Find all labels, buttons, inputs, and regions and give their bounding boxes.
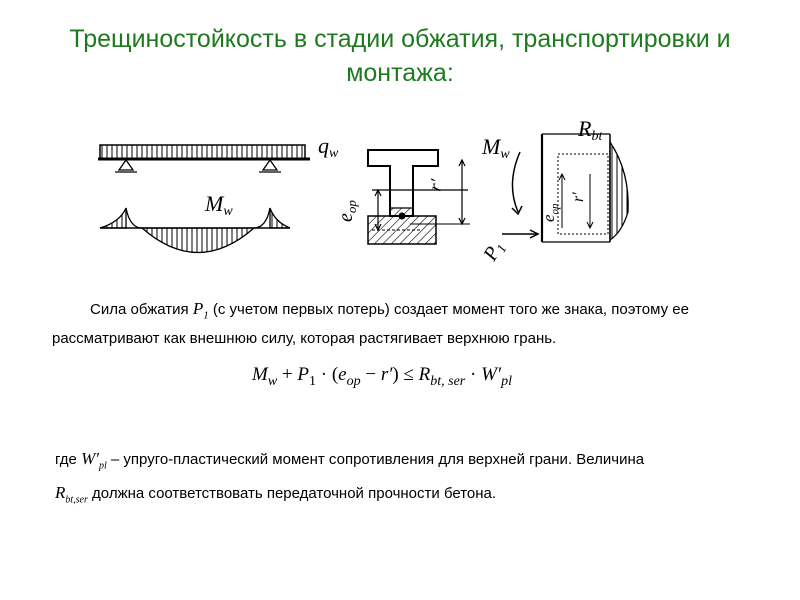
mw-beam-label: Mw: [204, 191, 233, 219]
w-pl-symbol: W′pl: [81, 449, 107, 472]
where-paragraph: где W′pl – упруго-пластический момент со…: [55, 449, 645, 506]
qw-label: qw: [318, 133, 339, 161]
mw-section-label: Mw: [481, 134, 510, 162]
t-section: eop r': [335, 149, 470, 245]
slide-title: Трещиностойкость в стадии обжатия, транс…: [30, 22, 770, 90]
title-line-2: монтажа:: [346, 59, 454, 87]
r-bt-ser-symbol: Rbt,ser: [55, 483, 88, 506]
centroid-point: [398, 212, 406, 220]
crack-resistance-formula: Mw + P1 · (eop − r′) ≤ Rbt, ser · W′pl: [252, 364, 512, 389]
beam-distributed-load: qw: [98, 133, 339, 173]
p1-label: P1: [479, 237, 510, 266]
p1-symbol: P1: [192, 299, 209, 322]
moment-arrow: [511, 151, 521, 213]
eop-label: eop: [335, 200, 359, 222]
stress-diagram: Mw Rbt eop r' P1: [479, 116, 629, 266]
r-prime-section-label: r': [570, 192, 587, 202]
moment-diagram: Mw: [99, 191, 291, 254]
right-support: [261, 158, 279, 171]
distributed-load-block: [99, 144, 306, 160]
structural-diagram: qw Mw eop: [98, 116, 629, 266]
right-cantilever-moment: [269, 207, 291, 229]
explanation-paragraph: Сила обжатия P1 (с учетом первых потерь)…: [52, 299, 689, 348]
title-line-1: Трещиностойкость в стадии обжатия, транс…: [69, 25, 731, 53]
eop-section-label: eop: [539, 203, 561, 222]
left-cantilever-moment: [99, 207, 127, 229]
span-moment-parabola: [140, 227, 256, 254]
rbt-label: Rbt: [577, 116, 603, 144]
left-support: [117, 158, 135, 171]
tension-stress-block: [609, 139, 629, 242]
